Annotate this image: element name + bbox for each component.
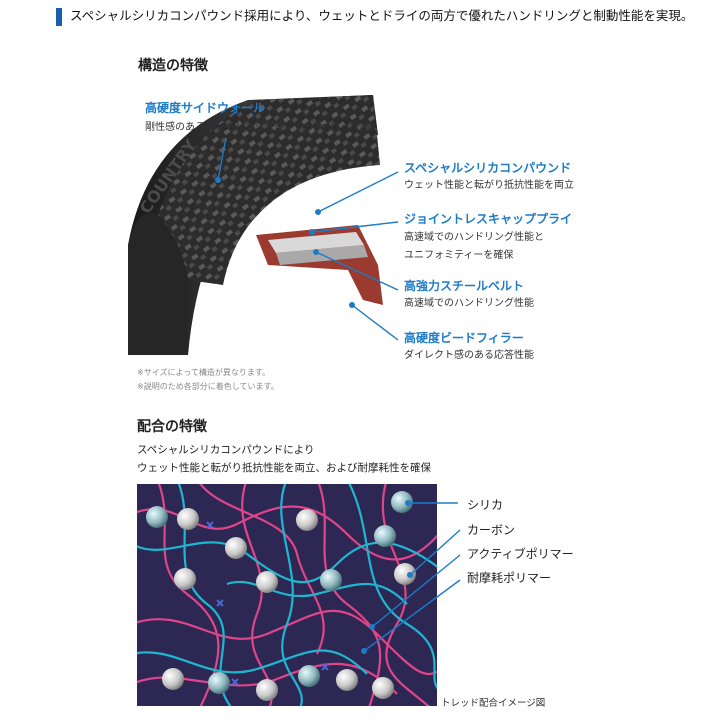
compound-image: [137, 484, 437, 706]
headline-text: スペシャルシリカコンパウンド採用により、ウェットとドライの両方で優れたハンドリン…: [70, 8, 694, 23]
headline-accent-bar: [56, 8, 62, 26]
label-silica-title: スペシャルシリカコンパウンド: [404, 161, 572, 175]
label-sidewall-title: 高硬度サイドウォール: [145, 101, 266, 115]
compound-desc-1: スペシャルシリカコンパウンドにより: [137, 444, 315, 456]
legend-carbon: カーボン: [467, 523, 516, 537]
label-bead-title: 高硬度ビードフィラー: [404, 331, 524, 345]
label-belt-title: 高強力スチールベルト: [404, 279, 525, 293]
label-belt-desc: 高速域でのハンドリング性能: [404, 298, 534, 309]
tire-image: COUNTRY: [128, 95, 383, 355]
label-capply-title: ジョイントレスキャッププライ: [404, 212, 573, 226]
structure-note-1: ※サイズによって構造が異なります。: [137, 368, 271, 377]
label-capply-desc: 高速域でのハンドリング性能と: [404, 232, 544, 243]
legend-wear-polymer: 耐摩耗ポリマー: [467, 571, 552, 585]
label-sidewall-desc: 剛性感のあるハンドリング性能、コーナリング性能: [145, 122, 375, 133]
label-capply-desc2: ユニフォミティーを確保: [404, 250, 514, 261]
structure-title: 構造の特徴: [138, 58, 208, 74]
structure-note-2: ※説明のため各部分に着色しています。: [137, 382, 279, 391]
tire-illustration: COUNTRY: [128, 95, 398, 355]
label-silica-desc: ウェット性能と転がり抵抗性能を両立: [404, 180, 574, 191]
compound-title: 配合の特徴: [137, 419, 207, 435]
compound-caption: トレッド配合イメージ図: [441, 698, 546, 709]
compound-desc-2: ウェット性能と転がり抵抗性能を両立、および耐摩耗性を確保: [137, 462, 431, 474]
label-bead-desc: ダイレクト感のある応答性能: [404, 350, 534, 361]
legend-active-polymer: アクティブポリマー: [467, 547, 574, 561]
compound-illustration: [137, 484, 437, 706]
legend-silica: シリカ: [467, 498, 504, 512]
